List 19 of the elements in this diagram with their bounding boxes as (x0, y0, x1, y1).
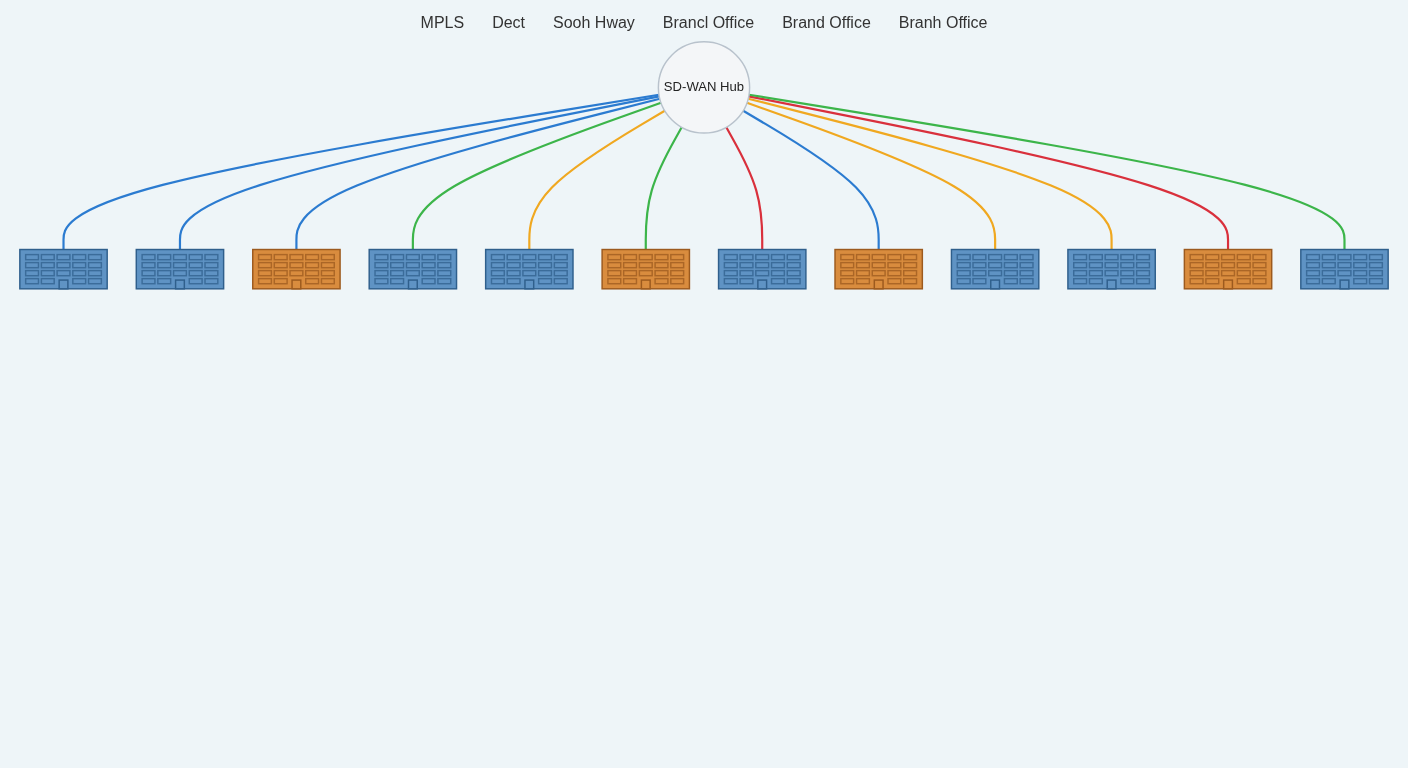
connector (295, 97, 661, 250)
link-type-label: Sooh Hway (553, 14, 635, 32)
connector (742, 109, 880, 250)
link-type-label: Brancl Office (662, 14, 755, 32)
link-type-label: Branh Office (898, 14, 988, 32)
connector (178, 95, 660, 250)
link-type-label: Dect (492, 14, 526, 32)
connector (748, 93, 1346, 250)
connector (748, 95, 1230, 250)
connector (747, 97, 1113, 250)
connector (644, 126, 683, 250)
connector (746, 101, 997, 250)
connector (62, 93, 660, 250)
link-type-label: MPLS (420, 14, 465, 32)
connector (725, 126, 764, 250)
connector (528, 109, 666, 250)
connector (411, 101, 662, 250)
link-type-label: Brand Office (782, 14, 871, 32)
node-circle: SD-WAN Hub (657, 41, 751, 134)
